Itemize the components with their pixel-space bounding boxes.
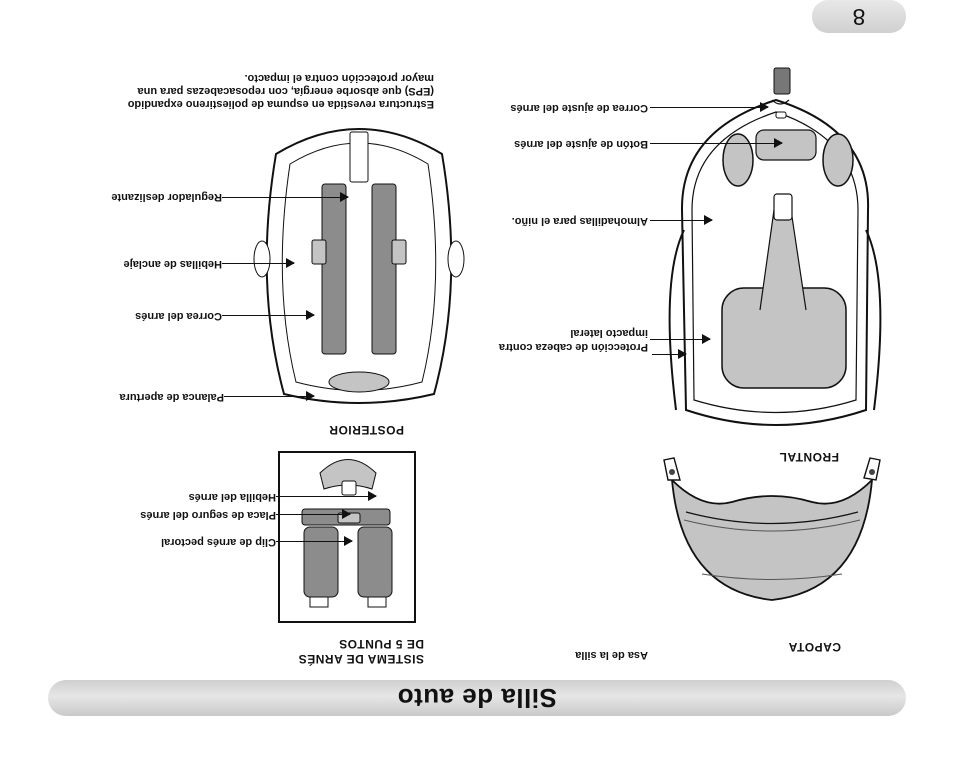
label-harness-adjust-strap: Correa de ajuste del arnés bbox=[510, 102, 648, 114]
page-title: Silla de auto bbox=[397, 683, 557, 714]
label-head-protection: Protección de cabeza contra impacto late… bbox=[498, 327, 648, 353]
arrow-adjust-button bbox=[650, 143, 782, 144]
arrow-head-protection bbox=[650, 339, 710, 340]
label-harness-buckle: Hebilla del arnés bbox=[188, 491, 276, 503]
arrow-slide-adjuster bbox=[222, 197, 348, 198]
page-number-pill: 8 bbox=[812, 0, 906, 33]
arrow-chest-clip bbox=[276, 541, 352, 542]
harness-illustration bbox=[301, 459, 393, 608]
rear-seat-illustration bbox=[253, 128, 465, 404]
title-bar: Silla de auto bbox=[48, 680, 906, 716]
arrow-adjust-strap bbox=[650, 107, 768, 108]
arrow-release-lever bbox=[224, 396, 314, 397]
label-harness-strap: Correa del arnés bbox=[135, 310, 222, 322]
label-release-lever: Palanca de apertura bbox=[119, 391, 224, 403]
arrow-infant-pads bbox=[650, 220, 712, 221]
harness-caption: SISTEMA DE ARNÉS DE 5 PUNTOS bbox=[298, 637, 424, 666]
arrow-harness-buckle bbox=[276, 496, 376, 497]
label-slide-adjuster: Regulador deslizante bbox=[111, 191, 222, 203]
label-harness-adjust-button: Botón de ajuste del arnés bbox=[514, 138, 648, 150]
label-harness-tongue: Placa de seguro del arnés bbox=[140, 509, 276, 521]
arrow-harness-strap bbox=[222, 315, 314, 316]
rear-caption: POSTERIOR bbox=[328, 423, 404, 437]
canopy-caption: CAPOTA bbox=[788, 640, 841, 654]
label-chest-clip: Clip de arnés pectoral bbox=[161, 536, 276, 548]
frontal-seat-illustration bbox=[668, 67, 882, 426]
label-seat-handle: Asa de la silla bbox=[575, 649, 648, 661]
arrow-anchor-buckles bbox=[222, 263, 294, 264]
label-anchor-buckles: Hebillas de anclaje bbox=[123, 258, 222, 270]
arrow-seat-handle bbox=[652, 354, 686, 355]
label-eps-structure: Estructura revestida en espuma de polies… bbox=[127, 72, 434, 110]
page-number: 8 bbox=[852, 4, 866, 30]
arrow-harness-tongue bbox=[276, 514, 350, 515]
label-infant-pads: Almohadillas para el niño. bbox=[511, 215, 648, 227]
canopy-illustration bbox=[663, 457, 881, 601]
frontal-caption: FRONTAL bbox=[779, 450, 839, 464]
